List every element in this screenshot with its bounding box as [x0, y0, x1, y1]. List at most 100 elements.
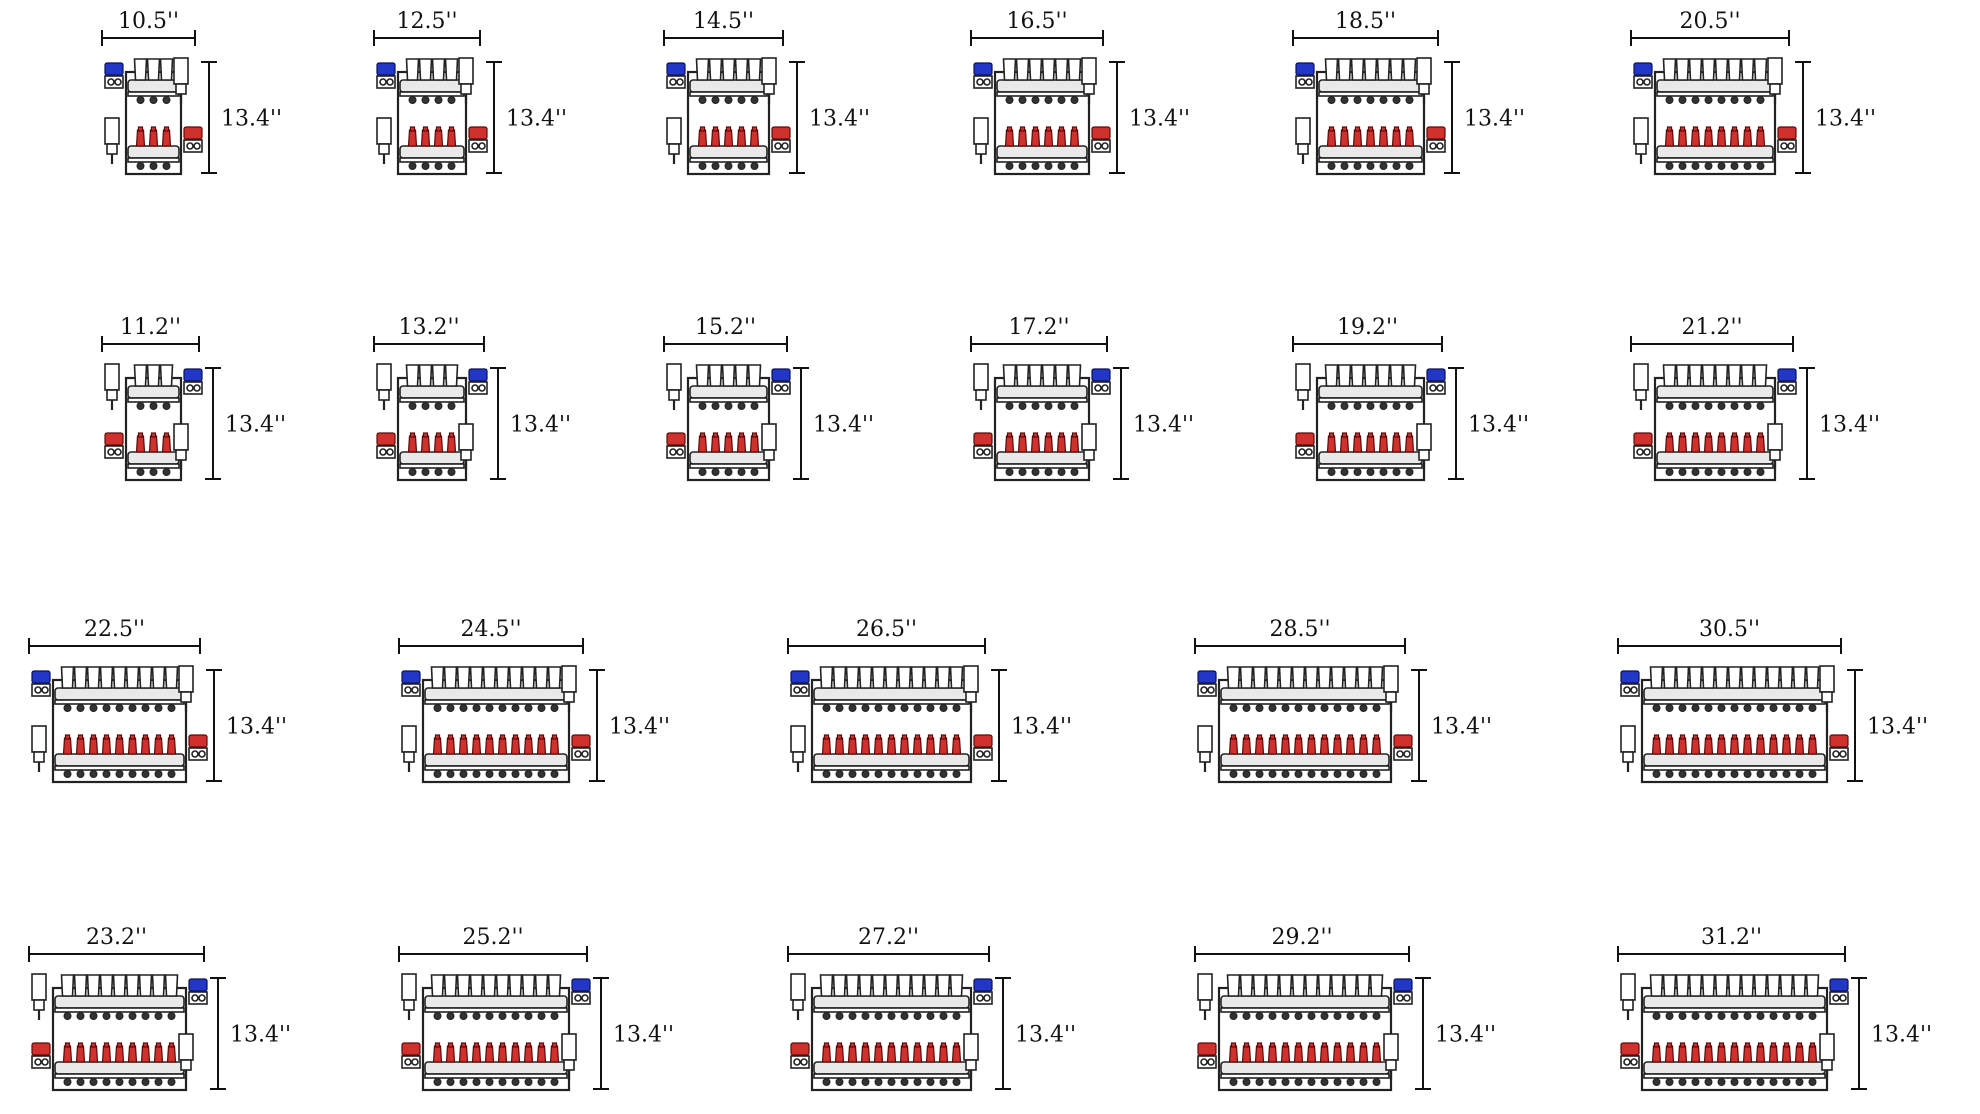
outlet-icon — [900, 1078, 909, 1086]
outlet-icon — [874, 1012, 883, 1020]
outlet-icon — [1691, 1012, 1700, 1020]
manifold-4-1: 23.2''13.4'' — [28, 925, 291, 1092]
valve-actuator-icon — [135, 435, 146, 453]
outlet-icon — [1327, 96, 1336, 104]
outlet-icon — [1795, 770, 1804, 778]
outlet-icon — [1730, 468, 1739, 476]
height-label: 13.4'' — [506, 107, 567, 132]
valve-actuator-icon — [1664, 737, 1675, 755]
outlet-icon — [926, 770, 935, 778]
outlet-icon — [1070, 402, 1079, 410]
width-dimension: 25.2'' — [398, 925, 588, 962]
outlet-icon — [1268, 1012, 1277, 1020]
valve-actuator-icon — [75, 737, 86, 755]
flow-meter-icon — [1330, 974, 1345, 997]
valve-actuator-icon — [446, 435, 457, 453]
supply-bar — [399, 451, 465, 465]
outlet-icon — [1307, 1012, 1316, 1020]
outlet-icon — [102, 1012, 111, 1020]
outlet-icon — [115, 1012, 124, 1020]
outlet-icon — [63, 704, 72, 712]
height-label: 13.4'' — [809, 107, 870, 132]
valve-actuator-icon — [1280, 737, 1291, 755]
valve-actuator-icon — [1352, 435, 1363, 453]
outlet-icon — [485, 1012, 494, 1020]
valve-actuator-icon — [484, 737, 495, 755]
outlet-icon — [1678, 468, 1687, 476]
supply-bar — [127, 145, 180, 159]
valve-actuator-icon — [1404, 129, 1415, 147]
flow-meter-icon — [708, 364, 723, 387]
outlet-icon — [1242, 1012, 1251, 1020]
flow-meter-icon — [1239, 974, 1254, 997]
valve-actuator-icon — [420, 129, 431, 147]
supply-valve-icon — [376, 432, 396, 446]
outlet-icon — [1229, 1012, 1238, 1020]
outlet-icon — [154, 704, 163, 712]
outlet-icon — [1743, 770, 1752, 778]
flow-meter-icon — [443, 974, 458, 997]
valve-actuator-icon — [1241, 1045, 1252, 1063]
valve-actuator-icon — [749, 129, 760, 147]
flow-meter-icon — [734, 58, 749, 81]
valve-actuator-icon — [1716, 737, 1727, 755]
outlet-icon — [835, 1012, 844, 1020]
flow-meter-icon — [1675, 974, 1690, 997]
flow-meter-icon — [1317, 666, 1332, 689]
outlet-icon — [724, 468, 733, 476]
return-valve-icon — [1426, 368, 1446, 382]
outlet-icon — [447, 96, 456, 104]
end-fitting-icon — [1416, 57, 1432, 85]
flow-meter-icon — [151, 974, 166, 997]
valve-actuator-icon — [821, 1045, 832, 1063]
outlet-icon — [1704, 1012, 1713, 1020]
supply-valve-icon — [1393, 734, 1413, 748]
supply-bar — [813, 1061, 970, 1075]
width-label: 10.5'' — [118, 9, 179, 34]
outlet-icon — [1691, 770, 1700, 778]
outlet-icon — [1704, 1078, 1713, 1086]
outlet-icon — [1070, 96, 1079, 104]
outlet-icon — [434, 96, 443, 104]
outlet-icon — [472, 770, 481, 778]
outlet-icon — [485, 770, 494, 778]
flow-meter-icon — [923, 666, 938, 689]
flow-meter-icon — [112, 974, 127, 997]
outlet-icon — [737, 468, 746, 476]
outlet-icon — [1691, 468, 1700, 476]
outlet-icon — [1704, 162, 1713, 170]
valve-actuator-icon — [899, 737, 910, 755]
supply-valve-icon — [571, 734, 591, 748]
flow-meter-icon — [1226, 666, 1241, 689]
flow-meter-icon — [1278, 666, 1293, 689]
outlet-icon — [861, 704, 870, 712]
outlet-icon — [141, 704, 150, 712]
valve-actuator-icon — [153, 737, 164, 755]
outlet-icon — [433, 770, 442, 778]
flow-meter-icon — [146, 58, 161, 81]
supply-valve-icon — [1633, 432, 1653, 446]
return-bar — [1643, 687, 1826, 701]
outlet-icon — [1057, 162, 1066, 170]
valve-actuator-icon — [1267, 1045, 1278, 1063]
width-label: 24.5'' — [460, 617, 521, 642]
valve-actuator-icon — [1690, 737, 1701, 755]
flow-meter-icon — [1067, 58, 1082, 81]
return-bar — [996, 79, 1088, 93]
flow-meter-icon — [1028, 364, 1043, 387]
end-fitting-icon — [173, 423, 189, 451]
flow-meter-icon — [1015, 58, 1030, 81]
valve-actuator-icon — [1690, 435, 1701, 453]
outlet-icon — [711, 468, 720, 476]
height-label: 13.4'' — [613, 1023, 674, 1048]
outlet-icon — [167, 1078, 176, 1086]
outlet-icon — [1743, 402, 1752, 410]
return-valve-icon — [1197, 670, 1217, 684]
width-label: 29.2'' — [1271, 925, 1332, 950]
flow-meter-icon — [1714, 58, 1729, 81]
flow-meter-icon — [1252, 974, 1267, 997]
manifold-frame — [1217, 678, 1393, 784]
manifold-3-3: 26.5''13.4'' — [787, 617, 1072, 784]
supply-valve-icon — [468, 126, 488, 140]
outlet-icon — [149, 402, 158, 410]
